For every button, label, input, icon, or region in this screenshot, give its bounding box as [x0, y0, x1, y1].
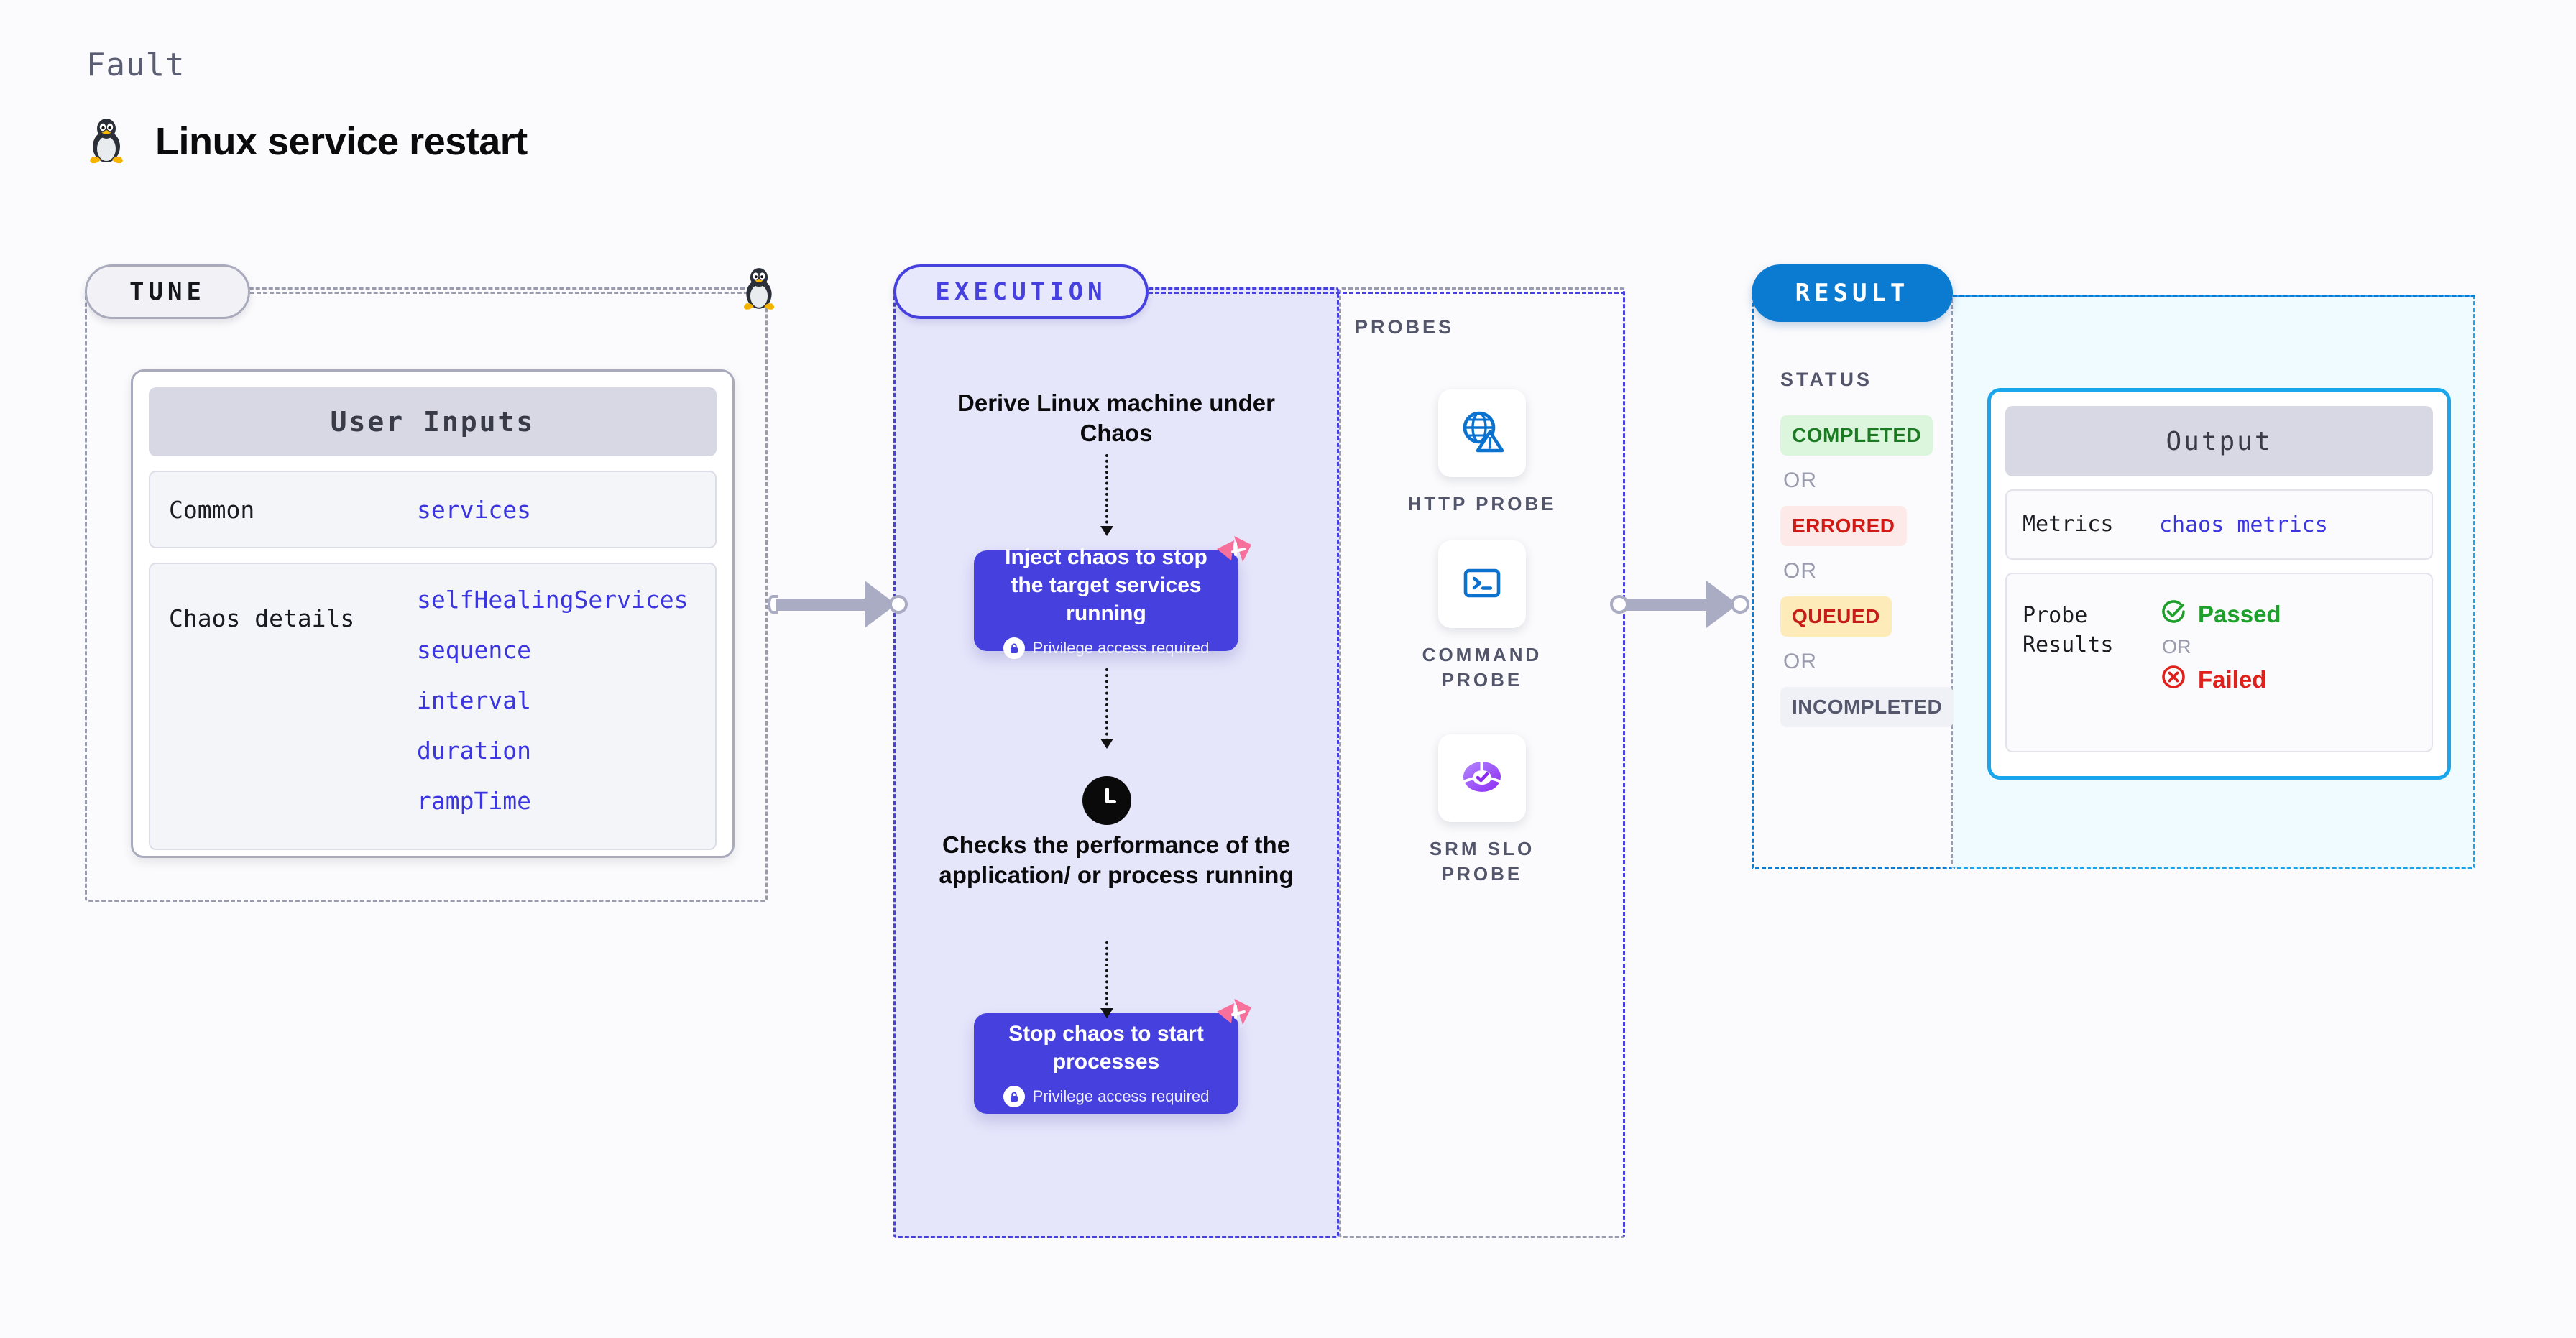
- tune-row-chaos-details: Chaos details selfHealingServices sequen…: [149, 563, 717, 850]
- output-probe-results-key: Probe Results: [2023, 603, 2114, 658]
- user-inputs-title: User Inputs: [149, 387, 717, 456]
- probe-result-passed: Passed: [2159, 597, 2281, 632]
- probe-tile: [1438, 389, 1526, 477]
- execution-card-stop-chaos[interactable]: Stop chaos to start processes Privilege …: [974, 999, 1251, 1114]
- probe-item-command[interactable]: COMMAND PROBE: [1389, 540, 1576, 693]
- execution-step-checks: Checks the performance of the applicatio…: [939, 831, 1294, 889]
- slo-donut-check-icon: [1457, 752, 1507, 806]
- clock-icon: [1082, 776, 1131, 825]
- output-title: Output: [2005, 406, 2433, 476]
- execution-step-derive: Derive Linux machine under Chaos: [957, 389, 1275, 447]
- linux-penguin-icon: [86, 115, 126, 167]
- status-badge-completed: COMPLETED: [1780, 415, 1933, 456]
- result-connector-line: [1953, 295, 2475, 297]
- output-row-metrics: Metrics chaos metrics: [2005, 489, 2433, 560]
- terminal-icon: [1457, 558, 1507, 612]
- tune-param-selfhealingservices[interactable]: selfHealingServices: [417, 586, 689, 614]
- probe-item-http[interactable]: HTTP PROBE: [1389, 389, 1576, 517]
- x-circle-icon: [2159, 663, 2188, 697]
- privilege-text: Privilege access required: [1032, 638, 1210, 657]
- arrow-execution-to-result: [1610, 581, 1749, 628]
- probe-tile: [1438, 734, 1526, 822]
- tune-param-duration[interactable]: duration: [417, 737, 531, 765]
- tune-row-key: Common: [169, 495, 255, 524]
- harness-logo-icon: [1214, 533, 1254, 577]
- arrow-shaft: [1623, 598, 1708, 611]
- tune-connector-line: [250, 292, 768, 294]
- status-or-label: OR: [1783, 559, 1817, 583]
- tab-tune[interactable]: TUNE: [85, 264, 250, 319]
- page-eyebrow: Fault: [86, 47, 185, 83]
- execution-card-title: Stop chaos to start processes: [1008, 1022, 1204, 1074]
- globe-warning-icon: [1457, 407, 1507, 461]
- tune-row-values: services: [417, 496, 531, 524]
- tune-row-common: Common services: [149, 471, 717, 548]
- output-metrics-key: Metrics: [2023, 511, 2114, 537]
- probe-result-options: Passed OR Failed: [2159, 590, 2281, 735]
- probe-item-srm-slo[interactable]: SRM SLO PROBE: [1389, 734, 1576, 887]
- tab-result[interactable]: RESULT: [1752, 264, 1953, 322]
- tune-param-interval[interactable]: interval: [417, 686, 531, 714]
- probe-label: COMMAND PROBE: [1422, 644, 1542, 691]
- lock-icon: [1003, 1086, 1025, 1107]
- page-title: Linux service restart: [155, 119, 528, 163]
- execution-connector-line: [1149, 292, 1625, 294]
- probes-label: PROBES: [1355, 316, 1455, 338]
- probe-result-failed: Failed: [2159, 663, 2281, 697]
- output-metrics-value[interactable]: chaos metrics: [2159, 512, 2328, 537]
- status-or-label: OR: [1783, 469, 1817, 492]
- probe-label: SRM SLO PROBE: [1429, 838, 1535, 885]
- arrow-tune-to-execution: [768, 581, 908, 628]
- lock-icon: [1003, 637, 1025, 659]
- arrow-end-node: [1731, 595, 1749, 614]
- tune-panel: [85, 287, 768, 902]
- arrow-start-node: [768, 595, 778, 614]
- tune-row-key: Chaos details: [169, 604, 355, 632]
- arrow-start-node: [1610, 595, 1629, 614]
- probe-label: HTTP PROBE: [1407, 493, 1557, 515]
- tune-param-services[interactable]: services: [417, 495, 531, 524]
- page-title-row: Linux service restart: [86, 115, 528, 167]
- arrow-end-node: [889, 595, 908, 614]
- privilege-note: Privilege access required: [1003, 637, 1210, 659]
- status-list: COMPLETED OR ERRORED OR QUEUED OR INCOMP…: [1780, 415, 1954, 727]
- flow-arrow-inject-to-checks: [1100, 668, 1113, 749]
- user-inputs-card: User Inputs Common services Chaos detail…: [131, 369, 735, 858]
- output-row-probe-results: Probe Results Passed OR: [2005, 573, 2433, 752]
- privilege-note: Privilege access required: [1003, 1086, 1210, 1107]
- probe-result-failed-label: Failed: [2198, 666, 2267, 693]
- tune-param-ramptime[interactable]: rampTime: [417, 787, 531, 815]
- probe-tile: [1438, 540, 1526, 628]
- probes-panel: [1339, 287, 1625, 1238]
- tab-execution[interactable]: EXECUTION: [893, 264, 1149, 319]
- status-label: STATUS: [1780, 369, 1872, 390]
- output-card: Output Metrics chaos metrics Probe Resul…: [1987, 388, 2451, 780]
- status-badge-queued: QUEUED: [1780, 596, 1892, 637]
- privilege-text: Privilege access required: [1032, 1087, 1210, 1105]
- execution-card-inject-chaos[interactable]: Inject chaos to stop the target services…: [974, 536, 1251, 659]
- status-badge-errored: ERRORED: [1780, 506, 1907, 546]
- probe-result-passed-label: Passed: [2198, 601, 2281, 627]
- flow-arrow-derive-to-inject: [1100, 454, 1113, 536]
- execution-card-title: Inject chaos to stop the target services…: [1005, 545, 1208, 625]
- status-or-label: OR: [1783, 650, 1817, 673]
- linux-penguin-marker-icon: [740, 264, 778, 314]
- probe-result-or-label: OR: [2162, 636, 2191, 658]
- flow-arrow-checks-to-stop: [1100, 941, 1113, 1018]
- harness-logo-icon: [1214, 996, 1254, 1040]
- tune-row-values: selfHealingServices sequence interval du…: [417, 583, 689, 830]
- check-circle-icon: [2159, 597, 2188, 632]
- status-badge-incompleted: INCOMPLETED: [1780, 687, 1954, 727]
- arrow-shaft: [776, 598, 866, 611]
- tune-param-sequence[interactable]: sequence: [417, 636, 531, 664]
